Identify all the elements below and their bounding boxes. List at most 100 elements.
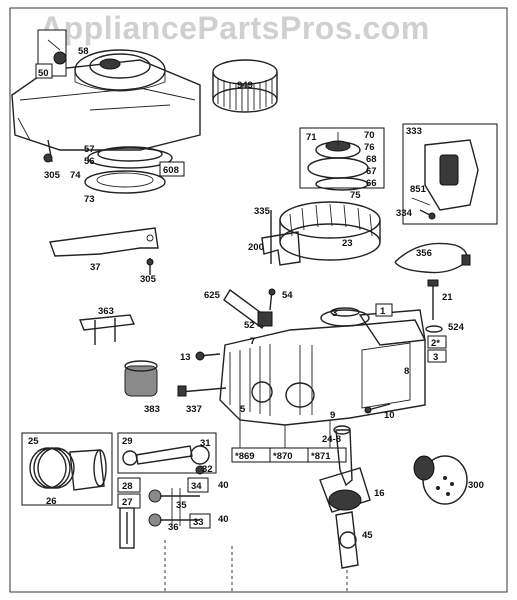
starter-pulley-part[interactable]: [87, 146, 173, 169]
label-305b: 305: [140, 274, 157, 285]
label-26: 26: [46, 496, 57, 507]
label-9: 9: [330, 410, 335, 421]
label-13: 13: [180, 352, 191, 363]
label-67: 67: [366, 166, 377, 177]
valve-spring-retainer-part[interactable]: [117, 477, 141, 549]
armature-screw-334-part[interactable]: [419, 209, 436, 220]
ground-wire-part[interactable]: [394, 242, 471, 274]
label-16: 16: [374, 488, 385, 499]
rewind-starter-part[interactable]: [74, 49, 166, 92]
label-31: 31: [200, 438, 211, 449]
label-25: 25: [28, 436, 39, 447]
bracket-200-part[interactable]: [261, 231, 301, 266]
label-356: 356: [416, 248, 432, 259]
label-851: 851: [410, 184, 427, 195]
label-305a: 305: [44, 170, 61, 181]
screw-305b-part[interactable]: [146, 258, 154, 275]
label-3b: 3: [433, 352, 438, 363]
label-27: 27: [122, 497, 133, 508]
leader-lines: [239, 410, 331, 448]
starter-motor-part[interactable]: [413, 455, 468, 505]
label-50: 50: [38, 68, 49, 79]
part-box-50: [35, 63, 53, 79]
label-335: 335: [254, 206, 271, 217]
breather-tube-part[interactable]: [223, 288, 273, 330]
starter-plate-part[interactable]: [84, 170, 166, 194]
screw-337-part[interactable]: [177, 385, 227, 397]
screw-305-part[interactable]: [43, 139, 53, 163]
label-58: 58: [78, 46, 89, 57]
label-8: 8: [404, 366, 409, 377]
label-40b: 40: [218, 514, 229, 525]
label-32: 32: [202, 464, 213, 475]
gasket-set-boxes: [231, 447, 347, 463]
label-36: 36: [168, 522, 179, 533]
label-608: 608: [163, 165, 179, 176]
label-45: 45: [362, 530, 373, 541]
label-76: 76: [364, 142, 375, 153]
label-66: 66: [366, 178, 377, 189]
spark-plug-bracket-part[interactable]: [79, 314, 136, 345]
part-box-1: [375, 303, 393, 317]
piston-ring-set-part[interactable]: [21, 432, 113, 506]
label-949: 949: [237, 80, 253, 91]
label-71: 71: [306, 132, 317, 143]
cylinder-head-part[interactable]: [358, 309, 426, 346]
label-870: *870: [273, 451, 293, 462]
flywheel-clutch-part[interactable]: [299, 127, 385, 191]
diagram-frame: [9, 7, 508, 593]
label-75: 75: [350, 190, 361, 201]
screw-13-part[interactable]: [195, 351, 221, 361]
label-29: 29: [122, 436, 133, 447]
label-383: 383: [144, 404, 160, 415]
label-524: 524: [448, 322, 465, 333]
label-10: 10: [384, 410, 395, 421]
label-21: 21: [442, 292, 453, 303]
part-box-2: [427, 335, 447, 349]
cylinder-block-part[interactable]: [219, 307, 426, 426]
label-334: 334: [396, 208, 413, 219]
label-2: 2*: [431, 338, 440, 349]
label-5: 5: [240, 404, 246, 415]
screw-54-part[interactable]: [268, 288, 276, 311]
label-52: 52: [244, 320, 255, 331]
label-625: 625: [204, 290, 221, 301]
screw-10-part[interactable]: [364, 403, 391, 414]
label-24-8: 24-8: [322, 434, 341, 445]
label-337: 337: [186, 404, 202, 415]
label-35: 35: [176, 500, 187, 511]
part-box-608: [159, 161, 185, 177]
ignition-armature-part[interactable]: [402, 123, 498, 225]
label-56: 56: [84, 156, 95, 167]
label-40a: 40: [218, 480, 229, 491]
part-labels: 58 50 949 57 56 74 305 73 608 71 70 76 6…: [28, 46, 484, 541]
label-70: 70: [364, 130, 375, 141]
dotted-leaders: [164, 540, 348, 592]
label-28: 28: [122, 481, 133, 492]
label-300: 300: [468, 480, 484, 491]
label-3: 3: [332, 308, 337, 319]
label-74: 74: [70, 170, 81, 181]
valves-part[interactable]: [148, 477, 211, 529]
crankshaft-part[interactable]: [319, 425, 371, 569]
head-bolt-21-part[interactable]: [427, 279, 439, 320]
label-1: 1: [380, 306, 386, 317]
label-33: 33: [193, 517, 204, 528]
label-871: *871: [311, 451, 331, 462]
flywheel-part[interactable]: [279, 201, 381, 261]
flywheel-screen-part[interactable]: [212, 59, 278, 113]
connecting-rod-part[interactable]: [117, 432, 217, 475]
control-bracket-part[interactable]: [49, 227, 159, 257]
label-34: 34: [191, 481, 202, 492]
part-box-3: [427, 349, 447, 363]
label-57: 57: [84, 144, 95, 155]
label-73: 73: [84, 194, 95, 205]
label-68: 68: [366, 154, 377, 165]
label-37: 37: [90, 262, 101, 273]
label-7: 7: [250, 336, 255, 347]
label-869: *869: [235, 451, 255, 462]
sleeve-383-part[interactable]: [124, 360, 158, 397]
label-23: 23: [342, 238, 353, 249]
seal-524-part[interactable]: [425, 325, 443, 333]
